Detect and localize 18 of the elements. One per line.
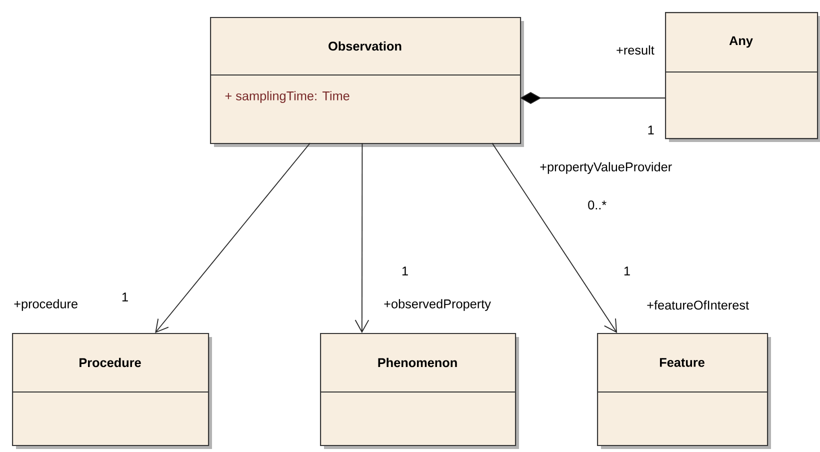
multiplicity-label: 1: [402, 266, 408, 276]
role-label: +featureOfInterest: [647, 300, 749, 310]
composition-line: [520, 92, 666, 104]
association-arrow: [492, 142, 618, 333]
multiplicity-label: 0..*: [588, 200, 606, 210]
class-box: Any: [665, 12, 820, 142]
role-label: +propertyValueProvider: [540, 162, 672, 174]
class-box: Phenomenon: [320, 333, 519, 449]
role-label: +observedProperty: [384, 299, 491, 311]
class-box: Feature: [597, 333, 771, 449]
association-arrow: [155, 142, 311, 333]
multiplicity-label: 1: [624, 266, 630, 276]
class-box: Observation + samplingTime: Time: [210, 17, 524, 147]
multiplicity-label: 1: [648, 126, 654, 134]
association-arrow: [354, 142, 370, 333]
role-label: +procedure: [14, 299, 78, 311]
class-box: Procedure: [12, 333, 212, 449]
multiplicity-label: 1: [122, 292, 128, 302]
